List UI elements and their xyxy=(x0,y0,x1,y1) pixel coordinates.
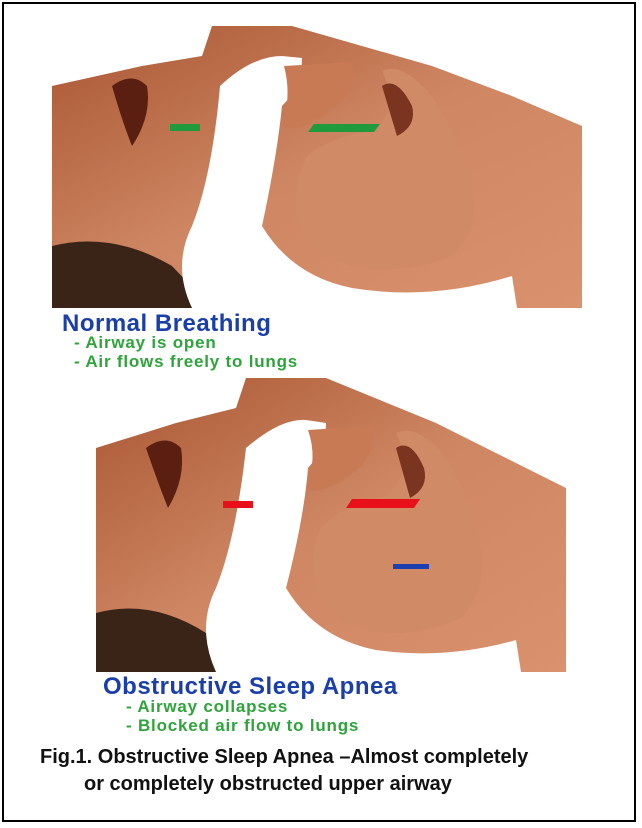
normal-bullet-1: - Airway is open xyxy=(74,333,217,352)
figure-caption: Fig.1. Obstructive Sleep Apnea –Almost c… xyxy=(40,744,610,798)
airway-open-marker xyxy=(308,124,380,132)
airway-blocked-marker xyxy=(223,501,253,508)
apnea-airway-illustration xyxy=(96,378,566,672)
collapse-marker xyxy=(393,564,429,569)
airway-blocked-marker xyxy=(346,499,420,508)
caption-line-2: or completely obstructed upper airway xyxy=(40,771,610,798)
airway-open-marker xyxy=(170,124,200,131)
apnea-bullet-1: - Airway collapses xyxy=(126,697,288,716)
normal-airway-illustration xyxy=(52,26,582,308)
caption-line-1: Fig.1. Obstructive Sleep Apnea –Almost c… xyxy=(40,746,528,768)
normal-bullet-2: - Air flows freely to lungs xyxy=(74,352,298,371)
apnea-bullet-2: - Blocked air flow to lungs xyxy=(126,716,359,735)
